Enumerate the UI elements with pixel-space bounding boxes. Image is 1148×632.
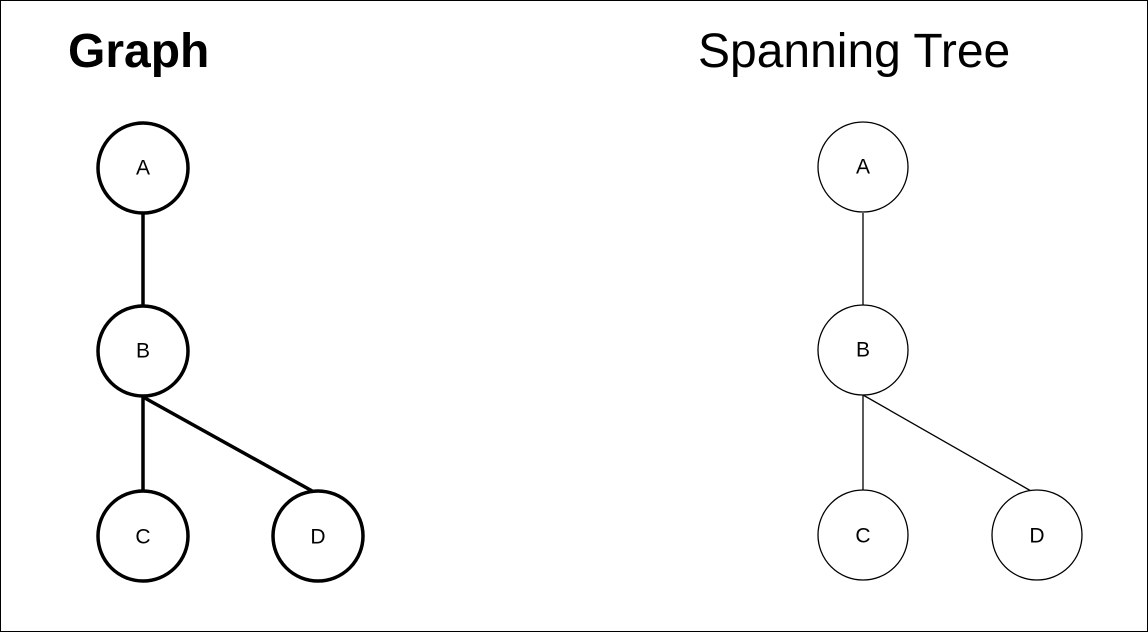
tree-node-b: B: [817, 304, 909, 396]
graph-node-b: B: [96, 304, 190, 398]
spanning-tree-title: Spanning Tree: [698, 25, 1010, 78]
graph-node-d-label: D: [310, 526, 325, 549]
graph-node-c-label: C: [135, 526, 150, 549]
tree-node-a-label: A: [856, 156, 870, 179]
tree-node-b-label: B: [856, 339, 870, 362]
graph-node-d: D: [271, 489, 365, 583]
tree-node-c-label: C: [855, 525, 870, 548]
spanning-tree-panel: A B C D: [817, 121, 1083, 581]
graph-node-a-label: A: [136, 157, 150, 180]
graph-node-b-label: B: [136, 340, 150, 363]
graph-title: Graph: [68, 25, 209, 78]
tree-node-d-label: D: [1029, 525, 1044, 548]
tree-node-c: C: [817, 489, 909, 581]
spanning-tree-edges: [862, 213, 1032, 492]
graph-panel: A B C D: [96, 121, 365, 583]
tree-node-d: D: [991, 489, 1083, 581]
graph-edges: [141, 213, 315, 494]
tree-edge-b-d: [862, 394, 1032, 492]
graph-node-a: A: [96, 121, 190, 215]
graph-edge-b-d: [142, 395, 315, 494]
graph-node-c: C: [96, 489, 190, 583]
tree-node-a: A: [817, 121, 909, 213]
